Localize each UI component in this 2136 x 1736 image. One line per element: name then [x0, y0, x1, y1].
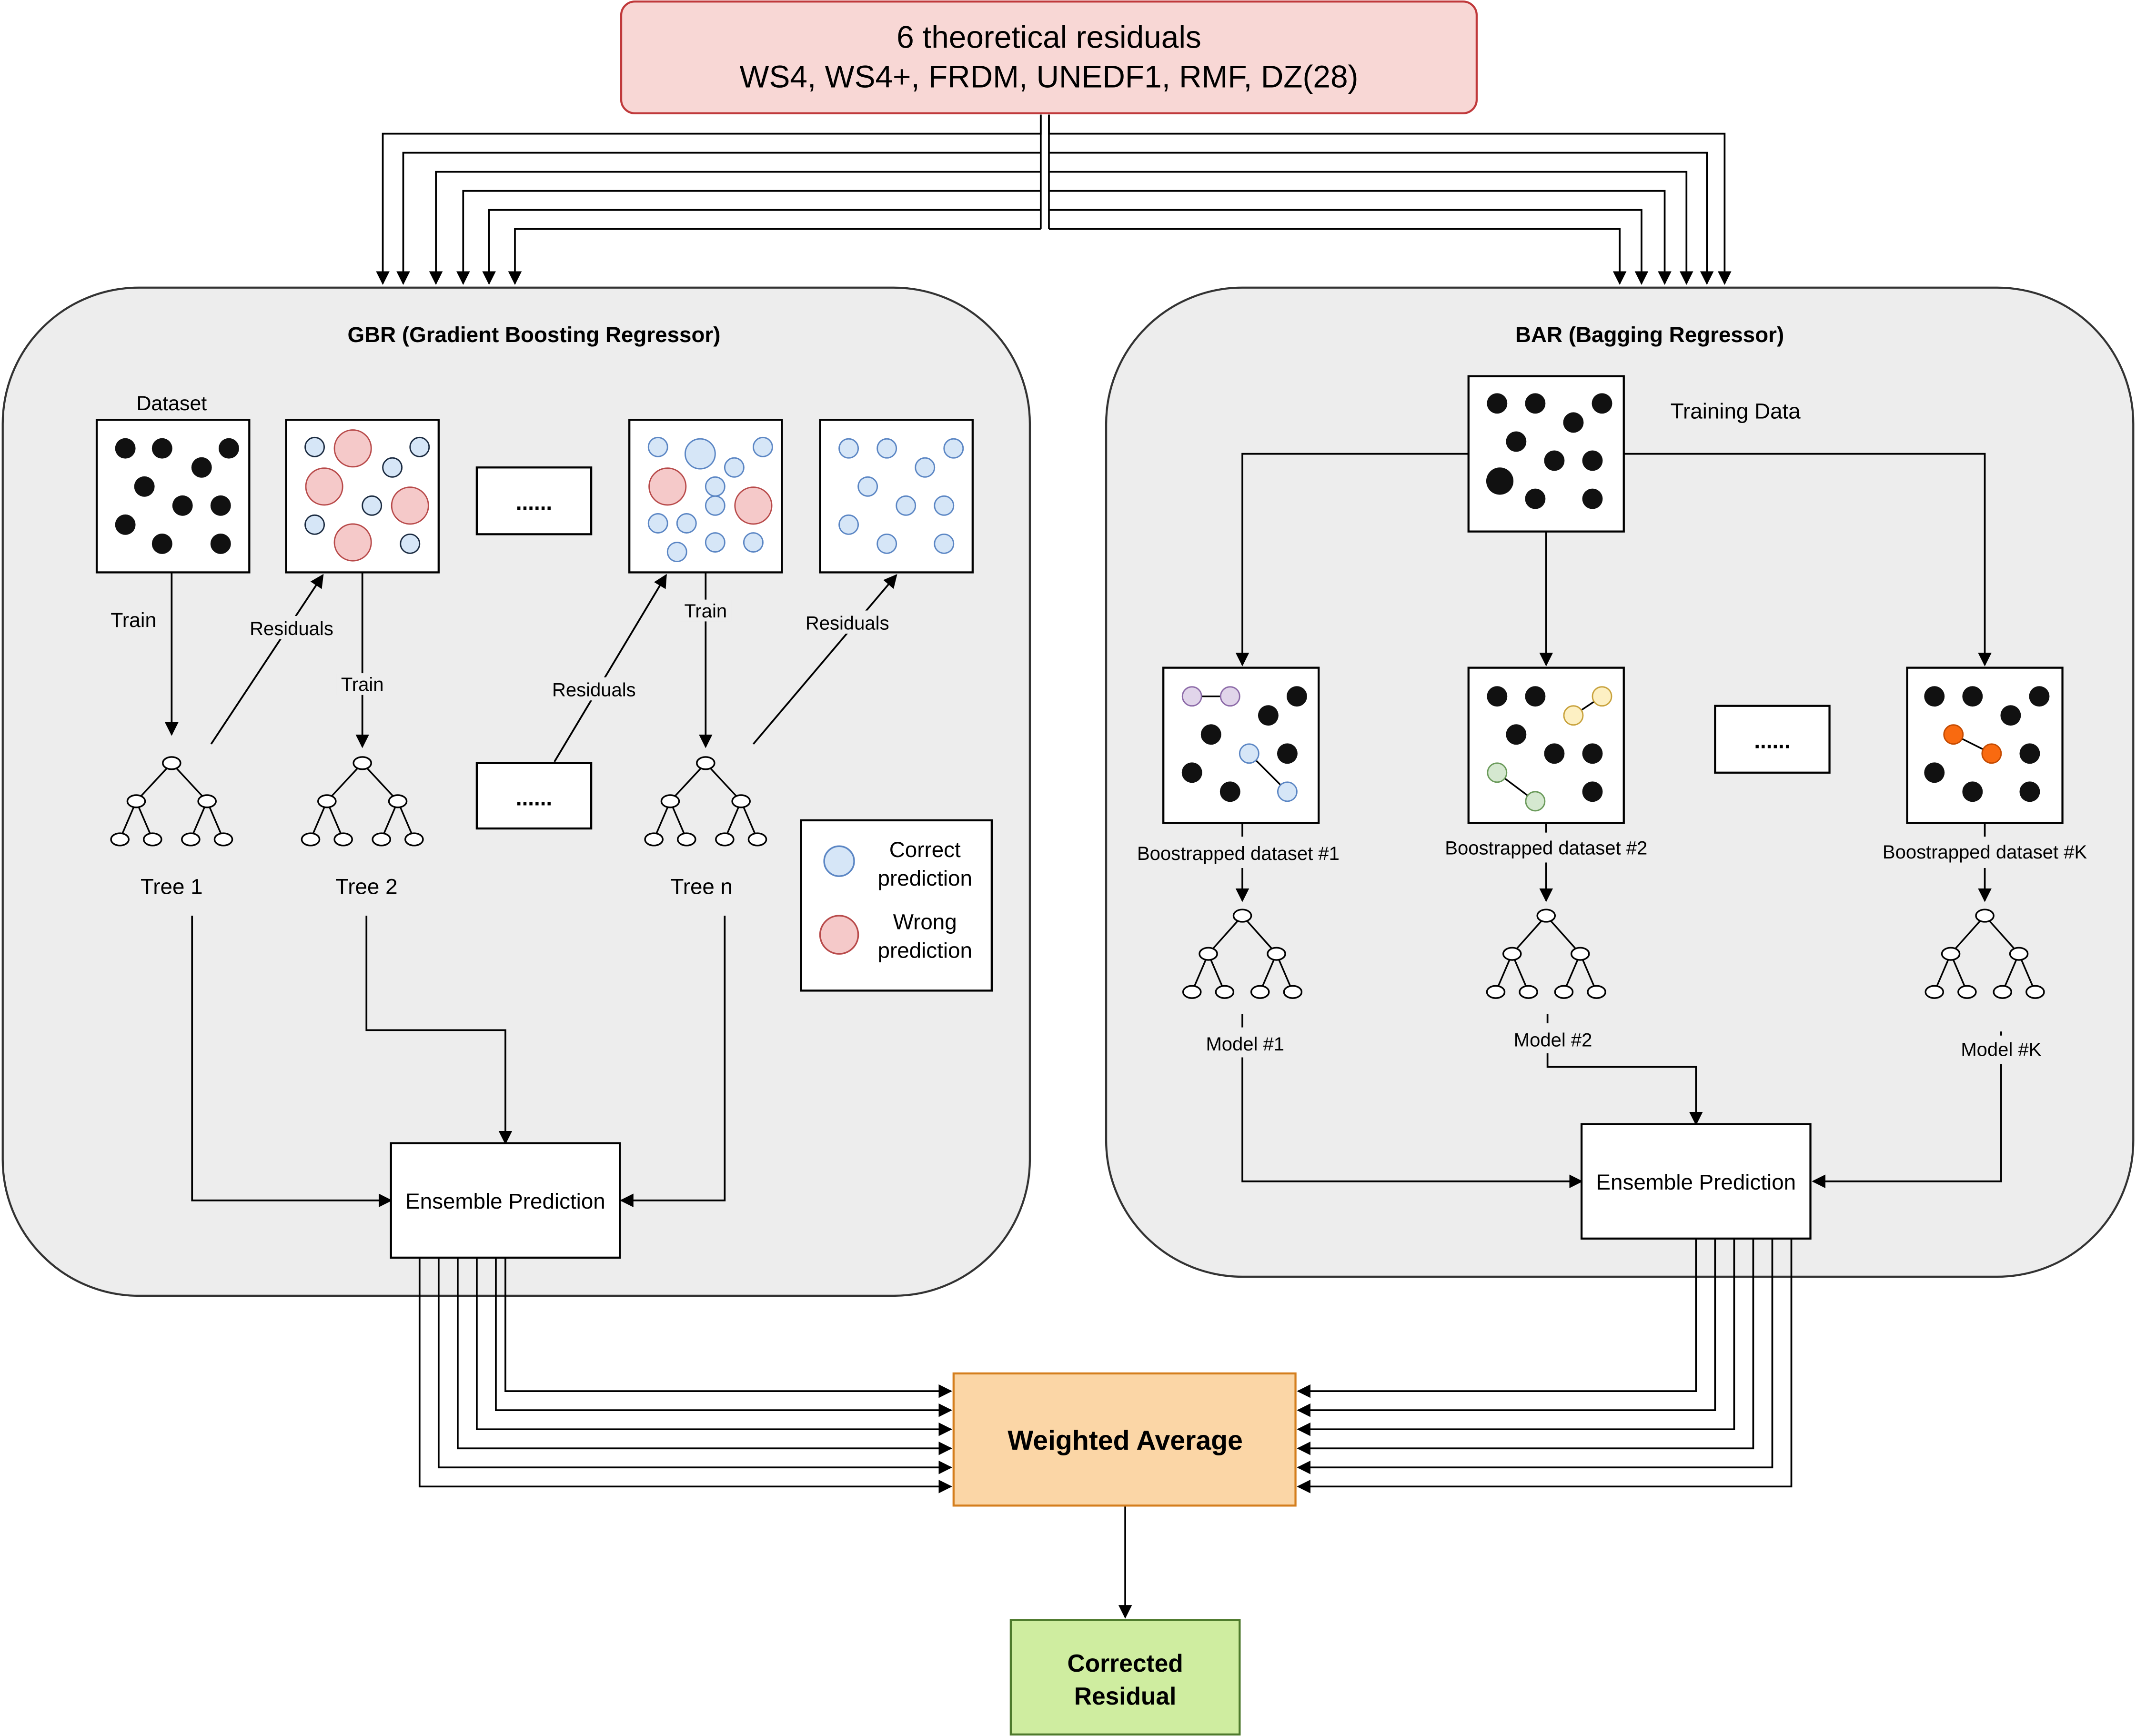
bar-ellipsis-box [1714, 705, 1831, 774]
wrong-prediction-swatch [819, 915, 859, 955]
gbr-legend: Correct prediction Wrong prediction [800, 819, 993, 992]
model-tree-icon-2 [1486, 908, 1606, 999]
bootstrapped-label-2: Boostrapped dataset #2 [1445, 838, 1647, 858]
weighted-average-box [952, 1372, 1297, 1507]
gbr-residuals-label-2: Residuals [552, 680, 636, 701]
correct-prediction-swatch [823, 845, 855, 877]
corrected-residual-line-1: Corrected [1068, 1649, 1183, 1677]
training-data-label: Training Data [1671, 399, 1801, 423]
gbr-residual-box-n [628, 419, 783, 574]
gbr-ellipsis-box-bottom [475, 762, 593, 830]
distribution-arrows [376, 114, 1732, 285]
bar-flow-arrows [1235, 453, 2002, 1189]
model-label-1: Model #1 [1206, 1034, 1284, 1055]
tree-label-2: Tree 2 [335, 874, 398, 898]
gbr-ellipsis-box-top [475, 466, 593, 535]
tree-icon-n [644, 756, 767, 847]
bar-title: BAR (Bagging Regressor) [1515, 323, 1784, 347]
gbr-ellipsis-top: ...... [516, 490, 552, 515]
gbr-ensemble-label: Ensemble Prediction [405, 1189, 605, 1213]
gbr-ellipsis-bottom: ...... [516, 786, 552, 810]
bar-ensemble-label: Ensemble Prediction [1596, 1170, 1796, 1194]
ensemble-to-weighted-average-arrows [418, 1238, 1793, 1619]
title-line-1: 6 theoretical residuals [897, 19, 1201, 54]
corrected-residual-box [1009, 1619, 1241, 1736]
gbr-title: GBR (Gradient Boosting Regressor) [348, 323, 721, 347]
gbr-dataset-box [95, 419, 251, 574]
bootstrapped-dataset-box-k [1906, 666, 2064, 824]
gbr-residuals-label-3: Residuals [806, 613, 889, 634]
model-label-2: Model #2 [1514, 1030, 1592, 1051]
gbr-dataset-label: Dataset [136, 392, 207, 415]
legend-wrong-line-2: prediction [878, 939, 972, 963]
gbr-ensemble-box [390, 1142, 621, 1259]
model-tree-icon-1 [1182, 908, 1303, 999]
gbr-final-box [819, 419, 974, 574]
gbr-residual-box-1 [285, 419, 440, 574]
corrected-residual-line-2: Residual [1074, 1682, 1177, 1710]
bootstrapped-label-1: Boostrapped dataset #1 [1137, 843, 1340, 864]
gbr-train-label-1: Train [111, 609, 156, 632]
gbr-train-label-3: Train [684, 601, 727, 622]
bar-ensemble-box [1580, 1123, 1812, 1240]
tree-label-1: Tree 1 [141, 874, 203, 898]
model-label-k: Model #K [1961, 1040, 2041, 1060]
gbr-residuals-label-1: Residuals [250, 618, 333, 639]
legend-wrong-line-1: Wrong [893, 910, 957, 934]
legend-correct-line-1: Correct [889, 838, 961, 862]
gbr-flow-arrows [165, 572, 897, 1208]
tree-label-n: Tree n [670, 874, 733, 898]
bar-training-data-box [1467, 375, 1625, 533]
bootstrapped-dataset-box-1 [1162, 666, 1320, 824]
bootstrapped-label-k: Boostrapped dataset #K [1883, 842, 2087, 863]
bootstrapped-dataset-box-2 [1467, 666, 1625, 824]
tree-icon-1 [110, 756, 233, 847]
model-tree-icon-k [1924, 908, 2045, 999]
bar-ellipsis: ...... [1754, 728, 1790, 753]
weighted-average-label: Weighted Average [1008, 1425, 1243, 1456]
tree-icon-2 [301, 756, 424, 847]
gbr-train-label-2: Train [341, 674, 384, 695]
legend-correct-line-2: prediction [878, 866, 972, 890]
title-line-2: WS4, WS4+, FRDM, UNEDF1, RMF, DZ(28) [739, 59, 1358, 94]
residuals-title-box: 6 theoretical residuals WS4, WS4+, FRDM,… [620, 0, 1478, 114]
